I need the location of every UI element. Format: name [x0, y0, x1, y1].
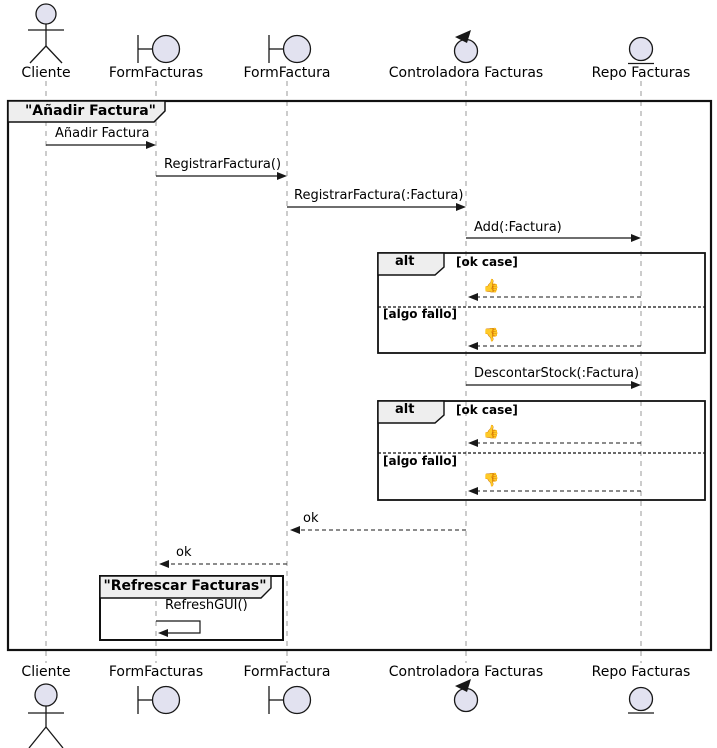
arrowhead	[277, 172, 287, 180]
alt2-border	[377, 400, 706, 501]
entity-icon	[628, 686, 654, 714]
thumbs-up-icon: 👍	[483, 425, 500, 440]
arrowhead	[468, 342, 478, 350]
group-title: "Refrescar Facturas"	[103, 578, 267, 594]
alt2-guard-ok: [ok case]	[456, 403, 518, 417]
participant-label-formfacturas: FormFacturas	[108, 664, 204, 680]
participant-label-cliente: Cliente	[21, 664, 71, 680]
arrowhead	[456, 203, 466, 211]
entity-icon	[628, 36, 654, 65]
arrowhead	[468, 439, 478, 447]
alt2-operator-label: alt	[395, 402, 415, 417]
arrowhead	[290, 526, 300, 534]
message-label: DescontarStock(:Factura)	[474, 366, 640, 381]
arrowhead	[146, 141, 156, 149]
thumbs-down-icon: 👎	[483, 328, 500, 343]
alt2-guard-fail: [algo fallo]	[383, 454, 457, 468]
control-icon	[453, 30, 479, 64]
message-label: Add(:Factura)	[474, 220, 562, 235]
control-icon	[453, 679, 479, 713]
boundary-icon	[137, 685, 181, 715]
participant-label-formfactura: FormFactura	[243, 65, 331, 81]
alt1-border	[377, 252, 706, 354]
frame-border	[6, 99, 713, 652]
group-title-tab	[99, 575, 272, 599]
message-label: RefreshGUI()	[165, 598, 248, 613]
actor-icon	[28, 683, 64, 748]
arrowhead	[631, 381, 641, 389]
message-label: RegistrarFactura()	[164, 157, 282, 172]
participant-label-formfacturas: FormFacturas	[108, 65, 204, 81]
participant-label-formfactura: FormFactura	[243, 664, 331, 680]
participant-label-controladora: Controladora Facturas	[388, 664, 544, 680]
alt1-guard-ok: [ok case]	[456, 255, 518, 269]
arrowhead	[468, 293, 478, 301]
alt1-guard-fail: [algo fallo]	[383, 307, 457, 321]
alt1-operator-tab	[377, 252, 445, 276]
frame-title: "Añadir Factura"	[25, 103, 156, 119]
arrowhead	[158, 629, 168, 637]
participant-label-cliente: Cliente	[21, 65, 71, 81]
participant-label-controladora: Controladora Facturas	[388, 65, 544, 81]
participant-label-repo: Repo Facturas	[591, 664, 691, 680]
message-label: Añadir Factura	[55, 126, 150, 141]
thumbs-up-icon: 👍	[483, 279, 500, 294]
boundary-icon	[137, 34, 181, 64]
alt2-operator-tab	[377, 400, 445, 424]
message-label: ok	[303, 511, 319, 526]
thumbs-down-icon: 👎	[483, 473, 500, 488]
arrowhead	[631, 234, 641, 242]
message-label: RegistrarFactura(:Factura)	[294, 188, 464, 203]
actor-icon	[28, 3, 64, 64]
arrowhead	[159, 560, 169, 568]
participant-label-repo: Repo Facturas	[591, 65, 691, 81]
frame-title-tab	[7, 100, 166, 123]
alt1-operator-label: alt	[395, 254, 415, 269]
self-message-loop	[156, 620, 201, 634]
arrowhead	[468, 487, 478, 495]
message-label: ok	[176, 545, 192, 560]
boundary-icon	[268, 685, 312, 715]
boundary-icon	[268, 34, 312, 64]
